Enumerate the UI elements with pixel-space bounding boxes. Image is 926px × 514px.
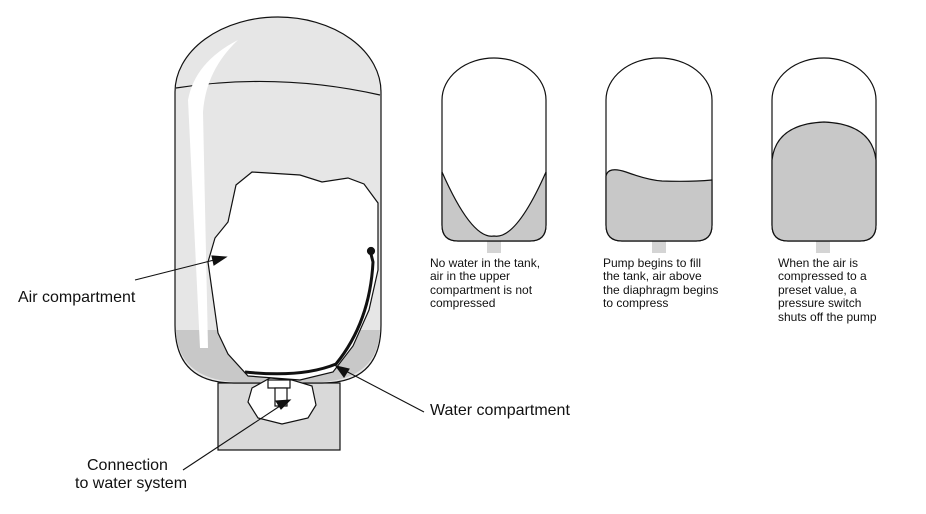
connection-leader-line <box>182 401 287 471</box>
water-leader-arrow <box>334 365 350 378</box>
leader-lines <box>134 255 425 471</box>
stage-3-caption-line: compressed to a <box>778 269 867 284</box>
stage-2-water <box>605 169 713 242</box>
outlet-fitting <box>267 379 291 389</box>
stage-1-tank <box>441 57 547 253</box>
air-leader-arrow <box>211 255 228 266</box>
stage-3-caption-line: When the air is <box>778 256 859 270</box>
stage-1-caption-line: air in the upper <box>430 269 511 284</box>
stage-3-caption-line: pressure switch <box>778 296 862 311</box>
stage-2-tank <box>605 57 713 253</box>
stage-2-caption-line: the tank, air above <box>603 269 702 284</box>
stage-1-caption-line: compressed <box>430 296 496 311</box>
stage-1-outlet <box>487 241 501 253</box>
air-compartment-label: Air compartment <box>18 289 136 306</box>
stage-1-caption: No water in the tank, air in the upper c… <box>430 256 541 311</box>
stage-3-water <box>771 121 877 242</box>
stage-2-outlet <box>652 241 666 253</box>
connection-label: Connection to water system <box>75 457 187 493</box>
tank-highlight <box>188 40 238 348</box>
stage-1-caption-line: compartment is not <box>430 282 533 297</box>
air-leader-line <box>134 257 223 281</box>
water-leader-line <box>339 367 425 413</box>
stage-2-caption-line: the diaphragm begins <box>603 282 719 297</box>
connection-leader-arrow <box>275 399 292 410</box>
stage-3-outlet <box>816 241 830 253</box>
stage-1-caption-line: No water in the tank, <box>430 256 541 270</box>
stage-3-caption-line: preset value, a <box>778 282 857 297</box>
water-compartment-label: Water compartment <box>430 402 570 419</box>
connection-label-line-1: Connection <box>87 457 168 474</box>
stage-2-caption-line: Pump begins to fill <box>603 256 702 270</box>
stage-2-caption: Pump begins to fill the tank, air above … <box>603 256 719 311</box>
stage-3-tank <box>771 57 877 253</box>
stage-2-caption-line: to compress <box>603 296 669 311</box>
connection-label-line-2: to water system <box>75 474 188 492</box>
main-tank <box>174 16 382 451</box>
stage-3-caption: When the air is compressed to a preset v… <box>778 256 877 324</box>
diaphragm-anchor <box>366 246 376 256</box>
stage-3-caption-line: shuts off the pump <box>778 309 877 324</box>
diaphragm <box>244 249 375 376</box>
stage-1-water <box>441 171 547 242</box>
